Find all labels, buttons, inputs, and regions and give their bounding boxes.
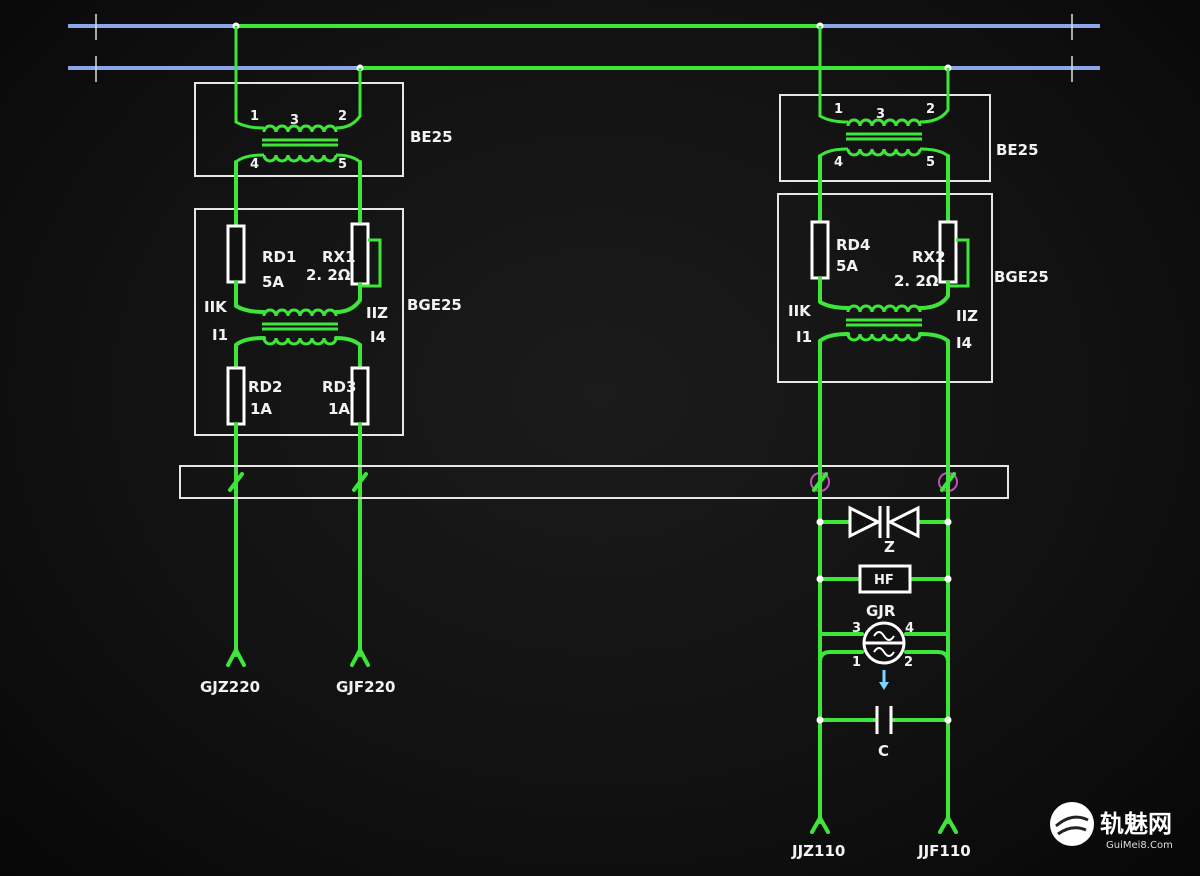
terminal-mark [228, 472, 244, 492]
gjr-pin-3: 3 [852, 621, 861, 636]
fuse-rd1 [226, 224, 246, 284]
logo-subtext: GuiMei8.Com [1106, 840, 1173, 851]
fuse-rd4 [810, 220, 830, 280]
rd1-label: RD1 [262, 248, 296, 266]
diode-z [816, 505, 952, 539]
rd3-value: 1A [328, 400, 350, 418]
output-terminal-gjf [350, 648, 370, 667]
rx1-tap [360, 238, 382, 288]
rx1-value: 2. 2Ω [306, 266, 351, 284]
tr-pin-4: 4 [250, 157, 259, 172]
i4-label-left: I4 [370, 328, 386, 346]
tr-pin-5: 5 [926, 155, 935, 170]
gjr-pin-2: 2 [904, 655, 913, 670]
gjf220-label: GJF220 [336, 678, 395, 696]
rd4-value: 5A [836, 257, 858, 275]
rd1-value: 5A [262, 273, 284, 291]
fuse-rd2 [226, 366, 246, 426]
tr-pin-4: 4 [834, 155, 843, 170]
iik-label-left: IIK [204, 298, 228, 316]
gjr-label: GJR [866, 602, 896, 620]
i1-label-left: I1 [212, 326, 228, 344]
hf-label: HF [874, 573, 894, 588]
be25-label-right: BE25 [996, 141, 1039, 159]
rd3-label: RD3 [322, 378, 356, 396]
rd2-label: RD2 [248, 378, 282, 396]
fuse-rd3 [350, 366, 370, 426]
tr-pin-1: 1 [834, 102, 843, 117]
iiz-label-right: IIZ [956, 307, 978, 325]
transformer-coil-bge-left [234, 280, 362, 347]
bge25-box-left [194, 208, 404, 436]
left-circuit: BE25 1 3 2 4 5 BGE25 RD1 5A RX1 2. 2Ω [194, 26, 462, 696]
be25-box-left [194, 82, 404, 177]
relay-gjr [818, 621, 950, 690]
be25-box-right [779, 94, 991, 182]
be25-label-left: BE25 [410, 128, 453, 146]
gjr-pin-4: 4 [905, 621, 914, 636]
i4-label-right: I4 [956, 334, 972, 352]
tr-pin-2: 2 [338, 109, 347, 124]
z-label: Z [884, 538, 895, 556]
rx2-tap [948, 238, 970, 288]
gjz220-label: GJZ220 [200, 678, 260, 696]
bge25-label-right: BGE25 [994, 268, 1049, 286]
output-terminal-jjf [938, 816, 958, 834]
output-terminal-jjz [810, 816, 830, 834]
tr-pin-3: 3 [876, 107, 885, 122]
jjf110-label: JJF110 [917, 842, 971, 860]
rx1-label: RX1 [322, 248, 356, 266]
i1-label-right: I1 [796, 328, 812, 346]
rx2-label: RX2 [912, 248, 946, 266]
transformer-coil-right [818, 26, 950, 158]
logo-icon [1050, 802, 1094, 846]
rd2-value: 1A [250, 400, 272, 418]
power-buses [68, 14, 1100, 82]
right-circuit: BE25 1 3 2 4 5 BGE25 RD4 5A RX2 2. 2Ω [777, 26, 1049, 860]
logo-text: 轨魅网 [1100, 810, 1172, 838]
output-terminal-gjz [226, 648, 246, 667]
jjz110-label: JJZ110 [791, 842, 845, 860]
terminal-strip [179, 465, 1009, 499]
bge25-box-right [777, 193, 993, 383]
tr-pin-5: 5 [338, 157, 347, 172]
iiz-label-left: IIZ [366, 304, 388, 322]
c-label: C [878, 742, 889, 760]
capacitor-c [816, 706, 952, 734]
watermark-logo: 轨魅网 GuiMei8.Com [1050, 802, 1173, 851]
tr-pin-1: 1 [250, 109, 259, 124]
terminal-strip-box [179, 465, 1009, 499]
rd4-label: RD4 [836, 236, 870, 254]
iik-label-right: IIK [788, 302, 812, 320]
tr-pin-3: 3 [290, 113, 299, 128]
tr-pin-2: 2 [926, 102, 935, 117]
hf-component [816, 564, 952, 594]
transformer-coil-left [234, 26, 362, 164]
rx2-value: 2. 2Ω [894, 272, 939, 290]
terminal-mark [352, 472, 368, 492]
gjr-pin-1: 1 [852, 655, 861, 670]
bge25-label-left: BGE25 [407, 296, 462, 314]
